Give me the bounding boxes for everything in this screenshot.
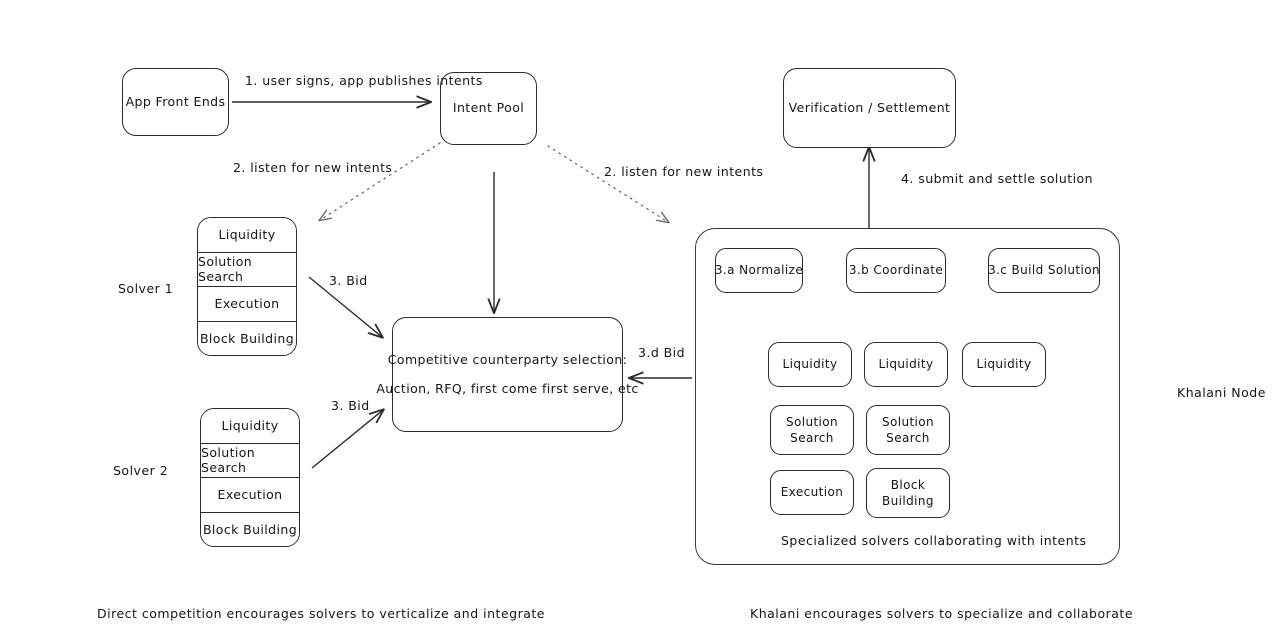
solver-2-stack[interactable]: Liquidity Solution Search Execution Bloc… bbox=[200, 408, 300, 547]
node-verification-settlement-label: Verification / Settlement bbox=[788, 99, 951, 115]
node-coordinate[interactable]: 3.b Coordinate bbox=[846, 248, 946, 293]
node-coordinate-label: 3.b Coordinate bbox=[848, 263, 944, 278]
specialized-box-solution-search-1[interactable]: Solution Search bbox=[770, 405, 854, 455]
edge-label-step-2-right: 2. listen for new intents bbox=[604, 164, 764, 179]
arrow-intent-pool-to-solver1 bbox=[320, 142, 441, 220]
node-build-solution-label: 3.c Build Solution bbox=[988, 263, 1100, 278]
specialized-box-execution-line1: Execution bbox=[780, 485, 844, 500]
specialized-box-liquidity-2[interactable]: Liquidity bbox=[864, 342, 948, 387]
specialized-box-block-building[interactable]: Block Building bbox=[866, 468, 950, 518]
solver-1-row-solution-search[interactable]: Solution Search bbox=[198, 252, 296, 287]
specialized-box-block-building-line1: Block bbox=[890, 477, 926, 492]
node-counterparty-selection[interactable]: Competitive counterparty selection: Auct… bbox=[376, 317, 638, 432]
edge-label-step-3-bid-solver-1: 3. Bid bbox=[329, 273, 368, 288]
specialized-box-liquidity-1-line1: Liquidity bbox=[782, 357, 838, 372]
edge-label-step-3d-bid: 3.d Bid bbox=[638, 345, 685, 360]
specialized-box-liquidity-3-line1: Liquidity bbox=[976, 357, 1032, 372]
specialized-box-solution-search-1-line2: Search bbox=[790, 431, 834, 445]
khalani-footer-label: Specialized solvers collaborating with i… bbox=[781, 533, 1087, 548]
node-intent-pool[interactable]: Intent Pool bbox=[440, 72, 537, 145]
node-build-solution[interactable]: 3.c Build Solution bbox=[988, 248, 1100, 293]
specialized-box-liquidity-3[interactable]: Liquidity bbox=[962, 342, 1046, 387]
node-app-front-ends[interactable]: App Front Ends bbox=[122, 68, 229, 136]
node-verification-settlement[interactable]: Verification / Settlement bbox=[783, 68, 956, 148]
solver-1-row-liquidity[interactable]: Liquidity bbox=[198, 218, 296, 253]
specialized-box-liquidity-2-line1: Liquidity bbox=[878, 357, 934, 372]
specialized-box-solution-search-2[interactable]: Solution Search bbox=[866, 405, 950, 455]
specialized-box-solution-search-2-line1: Solution bbox=[881, 414, 935, 429]
solver-1-row-block-building[interactable]: Block Building bbox=[198, 321, 296, 355]
edge-label-step-3-bid-solver-2: 3. Bid bbox=[331, 398, 370, 413]
caption-left: Direct competition encourages solvers to… bbox=[97, 606, 545, 621]
node-intent-pool-label: Intent Pool bbox=[452, 100, 525, 116]
edge-label-step-4: 4. submit and settle solution bbox=[901, 171, 1093, 186]
specialized-box-block-building-line2: Building bbox=[882, 494, 934, 508]
solver-2-row-execution[interactable]: Execution bbox=[201, 478, 299, 513]
solver-2-row-solution-search[interactable]: Solution Search bbox=[201, 443, 299, 478]
edge-label-step-1: 1. user signs, app publishes intents bbox=[245, 73, 483, 88]
counterparty-line-2: Auction, RFQ, first come first serve, et… bbox=[376, 380, 639, 396]
arrow-solver2-bid bbox=[311, 410, 383, 469]
solver-2-row-liquidity[interactable]: Liquidity bbox=[201, 409, 299, 444]
node-normalize[interactable]: 3.a Normalize bbox=[715, 248, 803, 293]
solver-2-label: Solver 2 bbox=[113, 463, 169, 478]
khalani-node-label: Khalani Node bbox=[1177, 385, 1266, 400]
counterparty-line-1: Competitive counterparty selection: bbox=[387, 351, 628, 367]
edge-label-step-2-left: 2. listen for new intents bbox=[233, 160, 393, 175]
node-app-front-ends-label: App Front Ends bbox=[125, 93, 226, 109]
solver-2-row-block-building[interactable]: Block Building bbox=[201, 512, 299, 546]
caption-right: Khalani encourages solvers to specialize… bbox=[750, 606, 1134, 621]
solver-1-row-execution[interactable]: Execution bbox=[198, 287, 296, 322]
specialized-box-solution-search-2-line2: Search bbox=[886, 431, 930, 445]
specialized-box-liquidity-1[interactable]: Liquidity bbox=[768, 342, 852, 387]
node-normalize-label: 3.a Normalize bbox=[714, 263, 804, 278]
arrow-intent-pool-to-khalani bbox=[547, 145, 668, 222]
specialized-box-solution-search-1-line1: Solution bbox=[785, 414, 839, 429]
solver-1-label: Solver 1 bbox=[118, 281, 174, 296]
specialized-box-execution[interactable]: Execution bbox=[770, 470, 854, 515]
solver-1-stack[interactable]: Liquidity Solution Search Execution Bloc… bbox=[197, 217, 297, 356]
